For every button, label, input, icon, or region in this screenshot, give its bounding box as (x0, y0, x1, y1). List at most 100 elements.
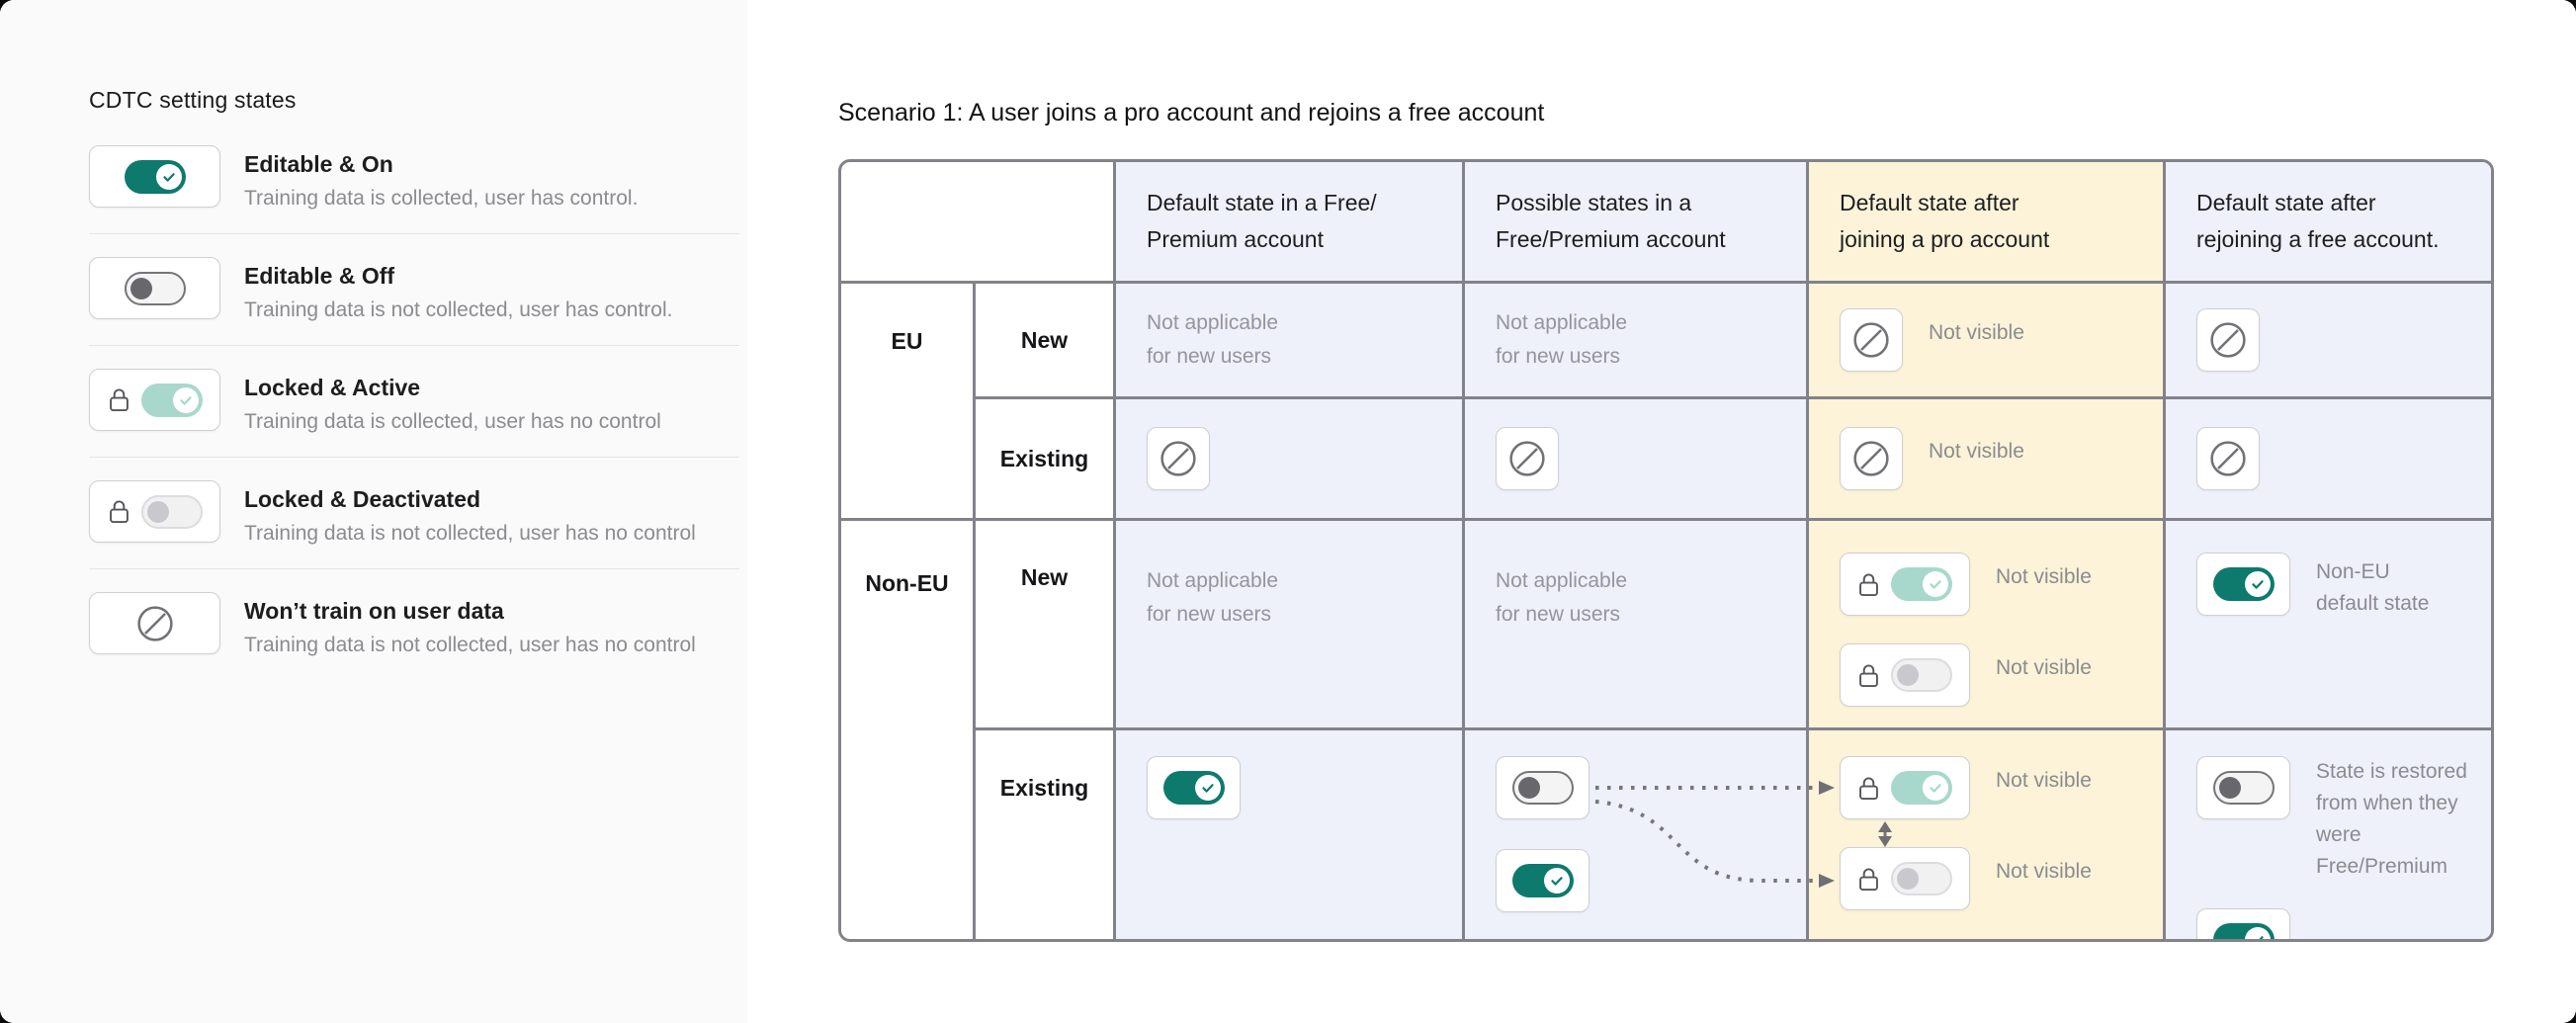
cell-noneu-new-default-free: Not applicable for new users (1116, 521, 1465, 730)
cell-eu-new-default-free: Not applicable for new users (1116, 284, 1465, 399)
checkmark-icon (1930, 580, 1941, 589)
cell-noneu-existing-default-free (1116, 730, 1465, 939)
toggle-on[interactable] (1511, 864, 1574, 897)
cell-eu-existing-default-free (1116, 399, 1465, 521)
not-visible-caption: Not visible (1996, 860, 2092, 883)
table-grid: Default state in a Free/ Premium account… (838, 159, 2494, 942)
legend-item-description: Training data is not collected, user has… (244, 522, 696, 545)
toggle-off-box (89, 257, 220, 319)
region-cell-eu: EU (841, 284, 976, 521)
rowtype-cell-existing: Existing (976, 730, 1116, 939)
cell-noneu-new-after-pro: Not visible Not visible (1809, 521, 2166, 730)
not-visible-caption: Not visible (1929, 440, 2024, 463)
toggle-locked-deactivated[interactable] (1891, 658, 1952, 692)
legend-item-label: Editable & On (244, 151, 393, 177)
legend-item-label: Editable & Off (244, 263, 395, 289)
toggle-on-box (89, 145, 220, 208)
rowtype-cell-new: New (976, 284, 1116, 399)
header-after-rejoin-free: Default state after rejoining a free acc… (2166, 162, 2491, 284)
no-train-box (1840, 427, 1903, 490)
scenario-title: Scenario 1: A user joins a pro account a… (838, 99, 1545, 127)
legend-panel: CDTC setting states Editable & On Traini… (0, 0, 747, 1023)
cell-eu-existing-after-rejoin (2166, 399, 2491, 521)
checkmark-icon (162, 172, 175, 182)
cell-eu-existing-after-pro: Not visible (1809, 399, 2166, 521)
toggle-knob (129, 277, 152, 299)
cell-eu-existing-possible-free (1465, 399, 1809, 521)
legend-item-editable-off: Editable & Off Training data is not coll… (89, 234, 739, 346)
lock-icon (1859, 868, 1878, 891)
toggle-knob (155, 163, 182, 190)
toggle-on[interactable] (1162, 771, 1225, 805)
header-after-pro: Default state after joining a pro accoun… (1809, 162, 2166, 284)
not-visible-caption: Not visible (1929, 321, 2024, 344)
header-possible-free: Possible states in a Free/Premium accoun… (1465, 162, 1809, 284)
region-label: Non-EU (865, 569, 949, 596)
toggle-on-box (2196, 553, 2290, 616)
toggle-off[interactable] (2212, 771, 2275, 805)
toggle-locked-active[interactable] (140, 383, 203, 417)
region-label: EU (891, 328, 923, 354)
legend-item-label: Locked & Active (244, 375, 421, 400)
lock-icon (1859, 664, 1878, 687)
toggle-on-box (2196, 908, 2290, 939)
toggle-off-box (1496, 756, 1589, 819)
locked-toggle-active-box (1840, 756, 1970, 819)
toggle-knob (172, 386, 199, 413)
circle-slash-icon (136, 605, 173, 641)
no-train-box (89, 592, 220, 654)
toggle-on[interactable] (2212, 923, 2275, 939)
toggle-locked-deactivated[interactable] (1891, 862, 1952, 895)
no-train-box (2196, 427, 2260, 490)
circle-slash-icon (1509, 441, 1545, 476)
table-corner-cell (841, 162, 1116, 284)
checkmark-icon (2251, 580, 2264, 589)
legend-item-editable-on: Editable & On Training data is collected… (89, 145, 739, 234)
legend-item-wont-train: Won’t train on user data Training data i… (89, 569, 739, 680)
no-train-box (1147, 427, 1210, 490)
not-visible-caption: Not visible (1996, 656, 2092, 679)
header-default-free: Default state in a Free/ Premium account (1116, 162, 1465, 284)
no-train-box (1496, 427, 1559, 490)
toggle-knob (146, 500, 169, 523)
legend-item-description: Training data is not collected, user has… (244, 298, 673, 321)
toggle-off-box (2196, 756, 2290, 819)
scenario-table: Default state in a Free/ Premium account… (838, 159, 2494, 942)
checkmark-icon (179, 395, 192, 405)
legend-item-label: Locked & Deactivated (244, 486, 481, 512)
cell-noneu-new-after-rejoin: Non-EU default state (2166, 521, 2491, 730)
state-restored-caption: State is restored from when they were Fr… (2316, 760, 2467, 878)
legend-item-description: Training data is collected, user has no … (244, 410, 661, 433)
no-train-box (2196, 308, 2260, 372)
locked-toggle-deactivated-box (1840, 643, 1970, 707)
toggle-on[interactable] (124, 159, 186, 194)
checkmark-icon (1930, 784, 1941, 793)
lock-icon (109, 500, 129, 523)
lock-icon (109, 388, 129, 411)
cell-noneu-existing-after-pro: Not visible Not visible (1809, 730, 2166, 939)
locked-toggle-active-box (1840, 553, 1970, 616)
lock-icon (1859, 573, 1878, 596)
circle-slash-icon (2210, 322, 2246, 358)
toggle-on-box (1147, 756, 1241, 819)
toggle-on[interactable] (2212, 567, 2275, 601)
toggle-off[interactable] (1511, 771, 1574, 805)
rowtype-cell-existing: Existing (976, 399, 1116, 521)
lock-icon (1859, 777, 1878, 800)
circle-slash-icon (2210, 441, 2246, 476)
circle-slash-icon (1160, 441, 1196, 476)
toggle-locked-active[interactable] (1891, 567, 1952, 601)
toggle-off[interactable] (124, 271, 186, 305)
legend-item-description: Training data is not collected, user has… (244, 634, 696, 656)
toggle-locked-active[interactable] (1891, 771, 1952, 805)
legend-item-locked-deactivated: Locked & Deactivated Training data is no… (89, 458, 739, 569)
cell-eu-new-after-rejoin (2166, 284, 2491, 399)
locked-toggle-active-box (89, 369, 220, 431)
checkmark-icon (2258, 936, 2264, 939)
toggle-locked-deactivated[interactable] (140, 494, 203, 529)
circle-slash-icon (1853, 322, 1889, 358)
rowtype-cell-new: New (976, 521, 1116, 730)
locked-toggle-deactivated-box (89, 480, 220, 543)
locked-toggle-deactivated-box (1840, 847, 1970, 910)
